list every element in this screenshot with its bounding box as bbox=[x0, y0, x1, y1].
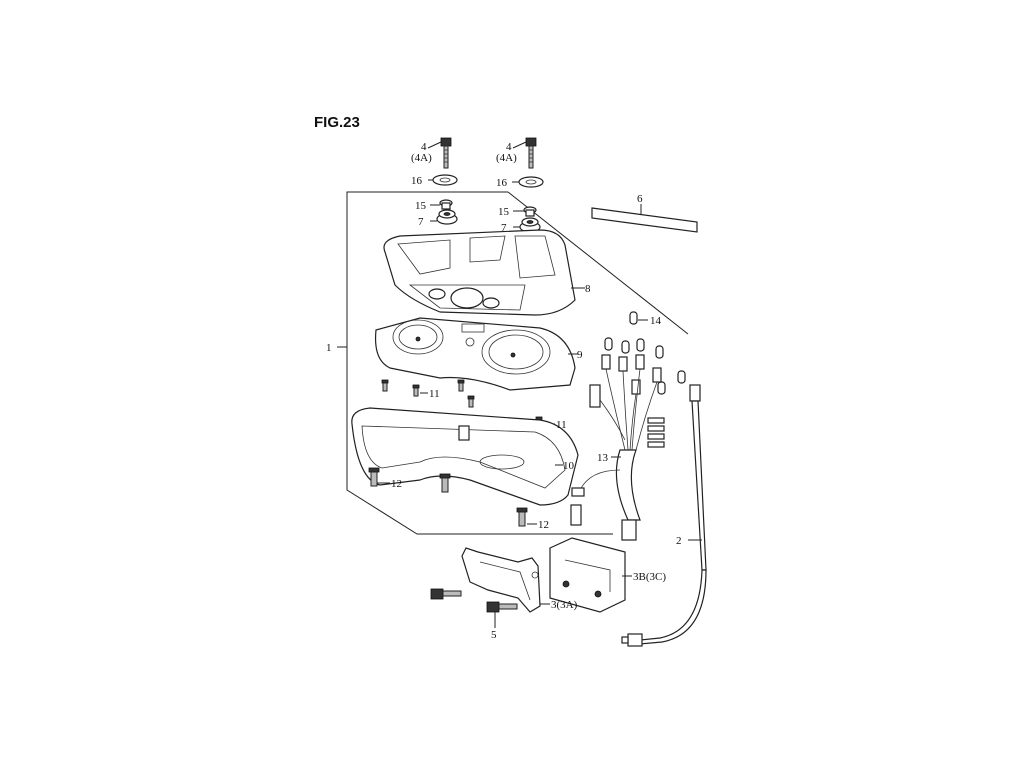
bolt-4-left bbox=[440, 137, 452, 169]
screw-11-d bbox=[467, 395, 475, 408]
assembly-bracket-diagonal bbox=[507, 191, 689, 335]
callout-16-left: 16 bbox=[411, 175, 423, 187]
callout-6: 6 bbox=[637, 193, 643, 205]
callout-4-right: 4 bbox=[506, 141, 512, 153]
collar-15-right bbox=[523, 206, 537, 217]
screw-11-c bbox=[457, 379, 465, 392]
callout-4a-right: (4A) bbox=[496, 152, 517, 164]
callout-11-upper: 11 bbox=[429, 388, 440, 400]
callout-11-lower: 11 bbox=[556, 419, 567, 431]
bolt-4-right bbox=[525, 137, 537, 169]
label-sticker-6 bbox=[591, 207, 698, 233]
screw-12-bottom bbox=[516, 507, 528, 527]
callout-3b: 3B(3C) bbox=[633, 571, 666, 583]
callout-10: 10 bbox=[563, 460, 575, 472]
screw-11-b bbox=[412, 384, 420, 397]
callout-15-right: 15 bbox=[498, 206, 510, 218]
callout-13: 13 bbox=[597, 452, 609, 464]
screw-11-a bbox=[381, 379, 389, 392]
speedometer-cable-2 bbox=[621, 384, 707, 647]
figure-title: FIG.23 bbox=[314, 114, 360, 131]
collar-15-left bbox=[439, 199, 453, 210]
bracket-3 bbox=[461, 547, 541, 613]
meter-case-10 bbox=[351, 407, 579, 506]
callout-2: 2 bbox=[676, 535, 682, 547]
callout-8: 8 bbox=[585, 283, 591, 295]
washer-16-left bbox=[432, 174, 458, 186]
bulbs-14 bbox=[604, 311, 686, 395]
callout-7-left: 7 bbox=[418, 216, 424, 228]
wire-harness-13 bbox=[570, 354, 665, 541]
callout-14: 14 bbox=[650, 315, 662, 327]
bracket-3b bbox=[549, 537, 626, 613]
callout-12-left: 12 bbox=[391, 478, 402, 490]
callout-7-right: 7 bbox=[501, 222, 507, 234]
screw-12-middle bbox=[439, 473, 451, 493]
meter-cover-8 bbox=[383, 229, 576, 316]
callout-15-left: 15 bbox=[415, 200, 427, 212]
washer-16-right bbox=[518, 176, 544, 188]
callout-9: 9 bbox=[577, 349, 583, 361]
callout-4-left: 4 bbox=[421, 141, 427, 153]
callout-12-right: 12 bbox=[538, 519, 549, 531]
assembly-bracket bbox=[346, 191, 613, 535]
callout-4a-left: (4A) bbox=[411, 152, 432, 164]
grommet-7-right bbox=[519, 217, 541, 233]
callout-16-right: 16 bbox=[496, 177, 508, 189]
callout-1: 1 bbox=[326, 342, 332, 354]
callout-3: 3(3A) bbox=[551, 599, 578, 611]
bolt-5-left bbox=[430, 588, 462, 600]
bolt-5-right bbox=[486, 601, 518, 613]
callout-5: 5 bbox=[491, 629, 497, 641]
meter-body-9 bbox=[374, 317, 576, 391]
grommet-7-left bbox=[436, 209, 458, 225]
screw-12-left bbox=[368, 467, 380, 487]
